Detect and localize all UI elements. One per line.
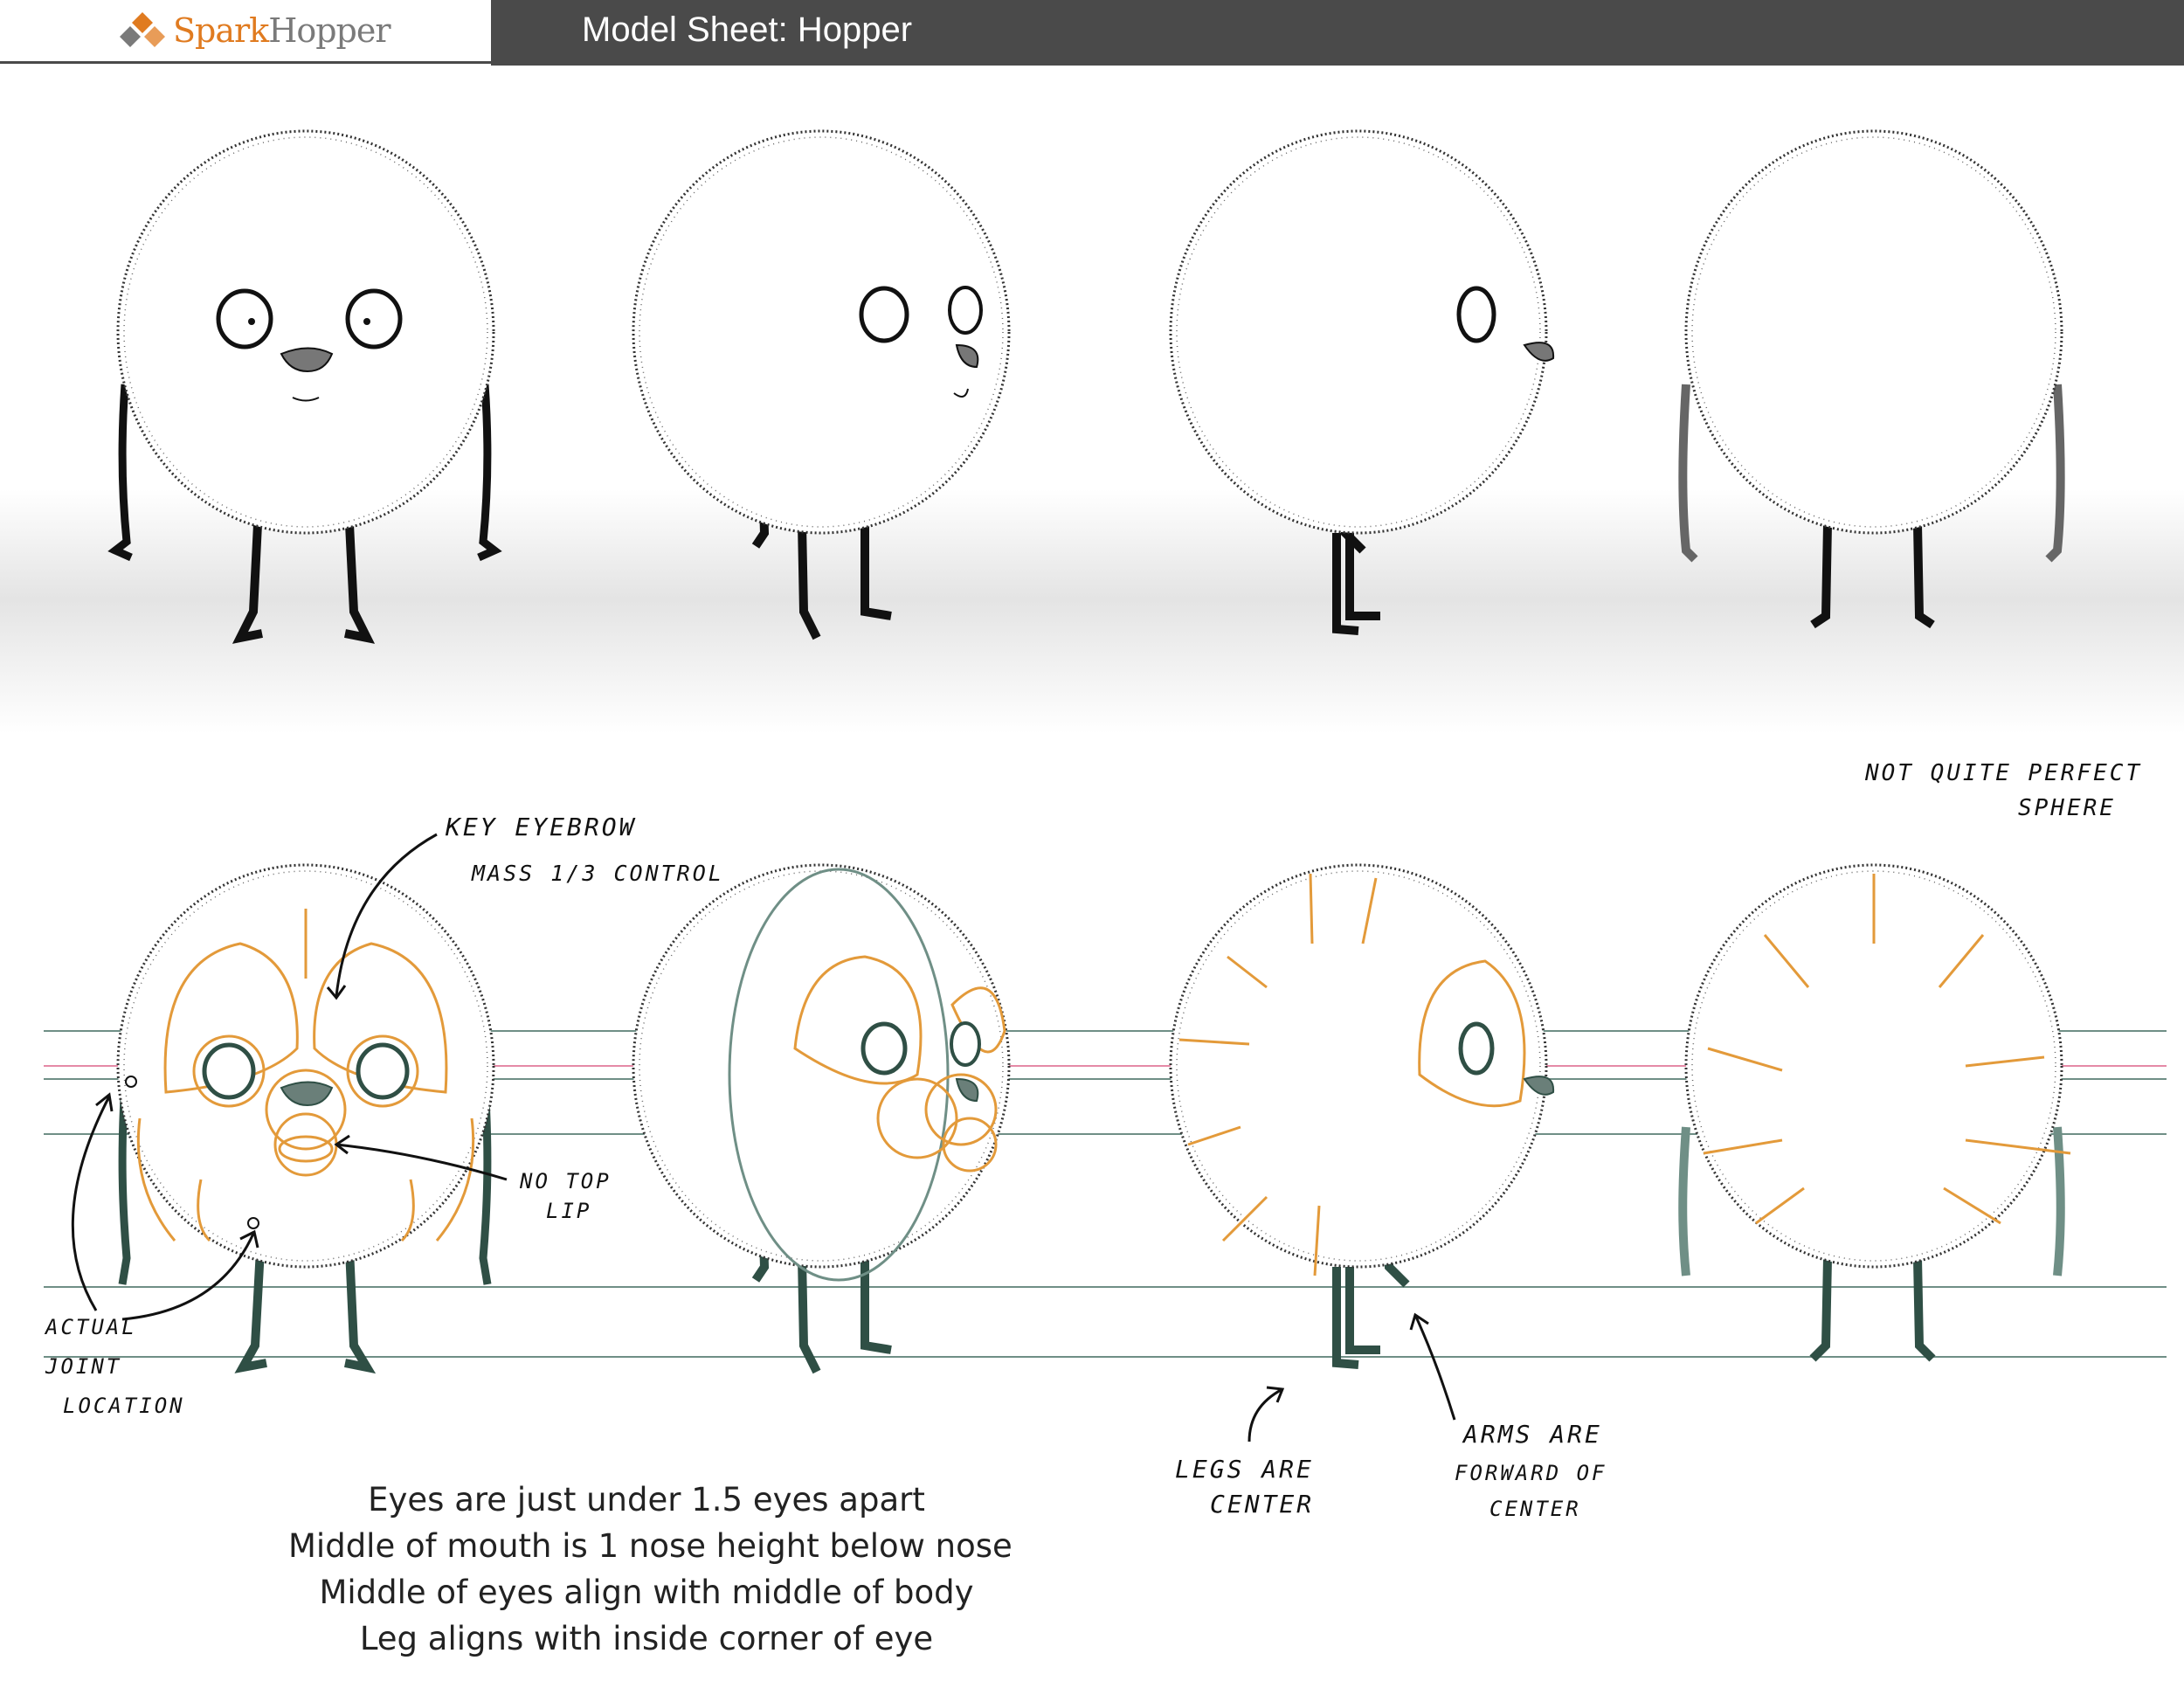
arrow-joint-shoulder: [71, 1096, 111, 1311]
note-arms-forward-1: Arms are: [1463, 1420, 1602, 1449]
note-actual-joint-3: Location: [63, 1394, 185, 1418]
hopper-side-construction: [1169, 863, 1555, 1369]
arrow-legs-center: [1248, 1387, 1283, 1442]
note-key-eyebrow: Key Eyebrow: [446, 813, 637, 841]
hopper-front-view: [107, 129, 502, 644]
hopper-back-view: [1678, 129, 2065, 629]
logo-text-hopper: Hopper: [268, 11, 390, 50]
note-legs-center-2: Center: [1210, 1490, 1315, 1519]
hopper-side-view: [1169, 129, 1555, 635]
note-mass-control: Mass 1/3 Control: [472, 861, 724, 886]
guideline-4: Leg aligns with inside corner of eye: [359, 1620, 934, 1657]
logo-mark-icon: [120, 12, 165, 47]
arrow-joint-hip: [121, 1233, 255, 1321]
title-bar: Model Sheet: Hopper: [491, 0, 2184, 66]
arrow-no-top-lip: [335, 1143, 508, 1181]
note-not-perfect-1: Not Quite Perfect: [1865, 760, 2143, 786]
stage-shadow: [0, 489, 2184, 734]
hopper-back-construction: [1678, 863, 2071, 1362]
logo: SparkHopper: [0, 0, 491, 64]
note-no-top-lip-1: No Top: [520, 1169, 612, 1193]
guideline-1: Eyes are just under 1.5 eyes apart: [368, 1481, 925, 1519]
hopper-three-quarter-view: [632, 129, 1011, 640]
note-actual-joint-2: Joint: [45, 1354, 122, 1379]
note-arms-forward-2: Forward of: [1455, 1461, 1607, 1485]
note-arms-forward-3: Center: [1489, 1497, 1581, 1521]
note-not-perfect-2: Sphere: [2018, 795, 2116, 821]
hopper-three-quarter-construction: [632, 863, 1011, 1374]
logo-text: SparkHopper: [173, 11, 391, 50]
note-legs-center-1: Legs are: [1175, 1455, 1314, 1484]
front-eye-right: [345, 288, 403, 349]
guideline-3: Middle of eyes align with middle of body: [319, 1574, 974, 1611]
guideline-notes: Eyes are just under 1.5 eyes apart Middl…: [288, 1477, 1013, 1662]
page-title: Model Sheet: Hopper: [582, 10, 913, 49]
header: SparkHopper Model Sheet: Hopper: [0, 0, 2184, 66]
logo-text-spark: Spark: [173, 11, 269, 50]
note-no-top-lip-2: Lip: [546, 1199, 592, 1223]
note-actual-joint-1: Actual: [45, 1315, 137, 1339]
hopper-front-construction: [116, 863, 495, 1374]
front-eye-left: [216, 288, 273, 349]
arrow-key-eyebrow: [335, 833, 438, 997]
arrow-arms-forward: [1413, 1314, 1456, 1421]
annotation-arrows: [71, 833, 1456, 1442]
guideline-2: Middle of mouth is 1 nose height below n…: [288, 1527, 1013, 1565]
